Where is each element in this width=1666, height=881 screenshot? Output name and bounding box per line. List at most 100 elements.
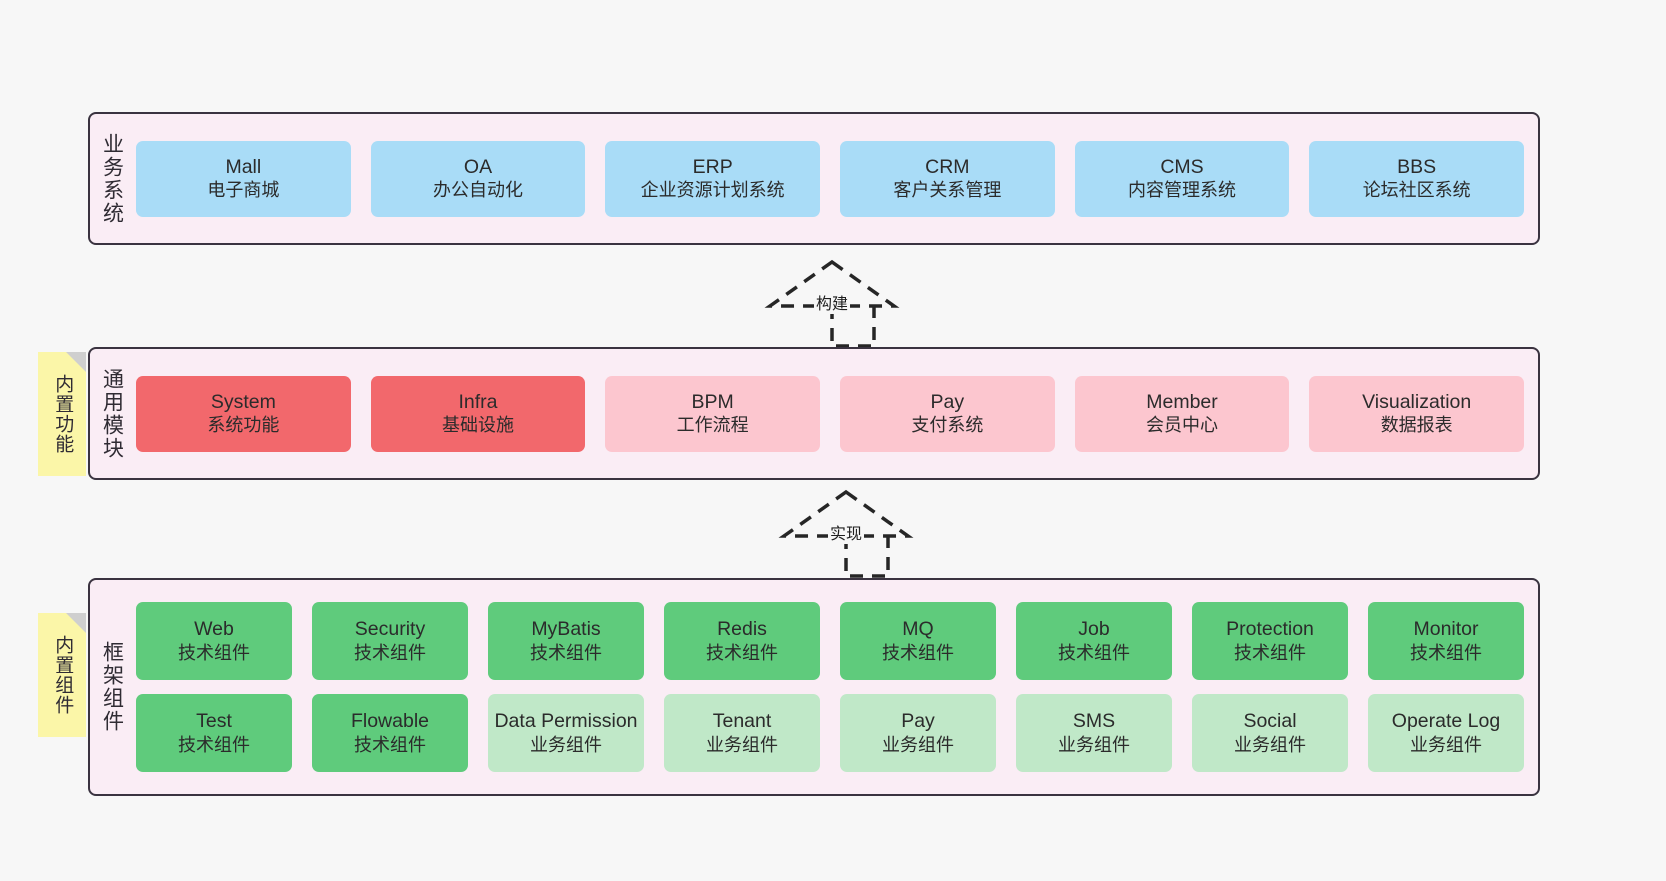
node-title: Mall: [225, 155, 262, 178]
node-title: MyBatis: [531, 618, 601, 641]
node-subtitle: 技术组件: [530, 642, 602, 663]
node-bpm[interactable]: BPM 工作流程: [605, 375, 821, 452]
node-title: Web: [194, 618, 234, 641]
node-erp[interactable]: ERP 企业资源计划系统: [605, 140, 821, 217]
connector-label-implement: 实现: [828, 520, 865, 544]
note-fold-corner-icon: [66, 352, 86, 372]
node-subtitle: 业务组件: [1234, 734, 1306, 755]
node-subtitle: 电子商城: [207, 180, 280, 201]
node-pay-component[interactable]: Pay 业务组件: [840, 694, 996, 772]
node-title: MQ: [902, 618, 934, 641]
node-title: Pay: [930, 390, 965, 413]
node-social[interactable]: Social 业务组件: [1192, 694, 1348, 772]
node-subtitle: 工作流程: [676, 415, 749, 436]
node-sms[interactable]: SMS 业务组件: [1016, 694, 1172, 772]
layer-body-framework-component: Web 技术组件 Security 技术组件 MyBatis 技术组件 Redi…: [134, 580, 1538, 794]
node-title: OA: [463, 155, 493, 178]
node-title: BPM: [691, 390, 734, 413]
node-title: Visualization: [1362, 390, 1472, 413]
note-label: 内置功能: [52, 374, 74, 454]
node-subtitle: 数据报表: [1380, 415, 1453, 436]
node-title: Pay: [901, 710, 935, 733]
node-mybatis[interactable]: MyBatis 技术组件: [488, 602, 644, 680]
node-title: CMS: [1160, 155, 1204, 178]
node-pay-module[interactable]: Pay 支付系统: [840, 375, 1055, 452]
node-infra[interactable]: Infra 基础设施: [370, 375, 586, 452]
note-fold-corner-icon: [66, 613, 86, 633]
node-subtitle: 技术组件: [354, 642, 426, 663]
node-title: Tenant: [712, 710, 772, 733]
node-title: Test: [196, 710, 232, 733]
node-web[interactable]: Web 技术组件: [136, 602, 292, 680]
node-crm[interactable]: CRM 客户关系管理: [840, 140, 1055, 217]
node-subtitle: 业务组件: [882, 734, 954, 755]
node-subtitle: 企业资源计划系统: [640, 180, 785, 201]
node-subtitle: 业务组件: [530, 734, 602, 755]
node-title: Job: [1078, 618, 1110, 641]
node-subtitle: 技术组件: [178, 642, 250, 663]
node-subtitle: 技术组件: [1058, 642, 1130, 663]
node-cms[interactable]: CMS 内容管理系统: [1074, 140, 1290, 217]
node-subtitle: 技术组件: [706, 642, 778, 663]
node-title: CRM: [925, 155, 970, 178]
node-tenant[interactable]: Tenant 业务组件: [664, 694, 820, 772]
node-title: SMS: [1072, 710, 1116, 733]
node-oa[interactable]: OA 办公自动化: [370, 140, 586, 217]
layer-row: Mall 电子商城 OA 办公自动化 ERP 企业资源计划系统 CRM 客户关系…: [136, 140, 1525, 217]
node-subtitle: 业务组件: [1058, 734, 1130, 755]
node-subtitle: 基础设施: [442, 415, 514, 436]
layer-title-framework-component: 框架组件: [100, 641, 124, 733]
node-title: Redis: [717, 618, 767, 641]
layer-row: System 系统功能 Infra 基础设施 BPM 工作流程 Pay 支付系统…: [136, 375, 1525, 452]
node-subtitle: 业务组件: [706, 734, 778, 755]
node-subtitle: 内容管理系统: [1128, 180, 1237, 201]
connector-implement: 实现: [766, 486, 926, 578]
node-redis[interactable]: Redis 技术组件: [664, 602, 820, 680]
node-subtitle: 技术组件: [354, 734, 426, 755]
node-subtitle: 支付系统: [911, 415, 984, 436]
node-title: Social: [1243, 710, 1297, 733]
note-builtin-components: 内置组件: [38, 613, 86, 737]
node-system[interactable]: System 系统功能: [136, 375, 351, 452]
node-title: System: [210, 390, 276, 413]
node-member[interactable]: Member 会员中心: [1074, 375, 1290, 452]
node-title: ERP: [692, 155, 733, 178]
node-title: Security: [354, 618, 426, 641]
node-operate-log[interactable]: Operate Log 业务组件: [1368, 694, 1524, 772]
node-bbs[interactable]: BBS 论坛社区系统: [1309, 140, 1525, 217]
node-subtitle: 技术组件: [1410, 642, 1482, 663]
node-subtitle: 技术组件: [882, 642, 954, 663]
node-title: Data Permission: [494, 710, 638, 733]
node-security[interactable]: Security 技术组件: [312, 602, 468, 680]
node-job[interactable]: Job 技术组件: [1016, 602, 1172, 680]
layer-title-common-module: 通用模块: [100, 367, 124, 460]
node-flowable[interactable]: Flowable 技术组件: [312, 694, 468, 772]
node-title: Monitor: [1413, 618, 1479, 641]
layer-framework-component: 框架组件 Web 技术组件 Security 技术组件 MyBatis 技术组件…: [88, 578, 1540, 796]
node-subtitle: 技术组件: [1234, 642, 1306, 663]
node-subtitle: 技术组件: [178, 734, 250, 755]
node-title: Flowable: [350, 710, 430, 733]
node-subtitle: 系统功能: [207, 415, 280, 436]
node-subtitle: 办公自动化: [433, 180, 523, 201]
node-protection[interactable]: Protection 技术组件: [1192, 602, 1348, 680]
layer-body-common-module: System 系统功能 Infra 基础设施 BPM 工作流程 Pay 支付系统…: [134, 349, 1538, 478]
node-title: Member: [1146, 390, 1218, 413]
layer-common-module: 通用模块 System 系统功能 Infra 基础设施 BPM 工作流程 Pay…: [88, 347, 1540, 480]
node-data-permission[interactable]: Data Permission 业务组件: [488, 694, 644, 772]
node-mq[interactable]: MQ 技术组件: [840, 602, 996, 680]
node-subtitle: 业务组件: [1410, 734, 1482, 755]
node-mall[interactable]: Mall 电子商城: [136, 140, 351, 217]
node-monitor[interactable]: Monitor 技术组件: [1368, 602, 1524, 680]
node-visualization[interactable]: Visualization 数据报表: [1309, 375, 1525, 452]
note-label: 内置组件: [52, 635, 74, 715]
node-subtitle: 论坛社区系统: [1362, 180, 1471, 201]
node-title: Infra: [458, 390, 498, 413]
node-title: Protection: [1226, 618, 1314, 641]
layer-row: Test 技术组件 Flowable 技术组件 Data Permission …: [136, 694, 1524, 772]
layer-business-system: 业务系统 Mall 电子商城 OA 办公自动化 ERP 企业资源计划系统 CRM…: [88, 112, 1540, 245]
node-test[interactable]: Test 技术组件: [136, 694, 292, 772]
connector-build: 构建: [752, 256, 912, 348]
node-title: BBS: [1397, 155, 1437, 178]
